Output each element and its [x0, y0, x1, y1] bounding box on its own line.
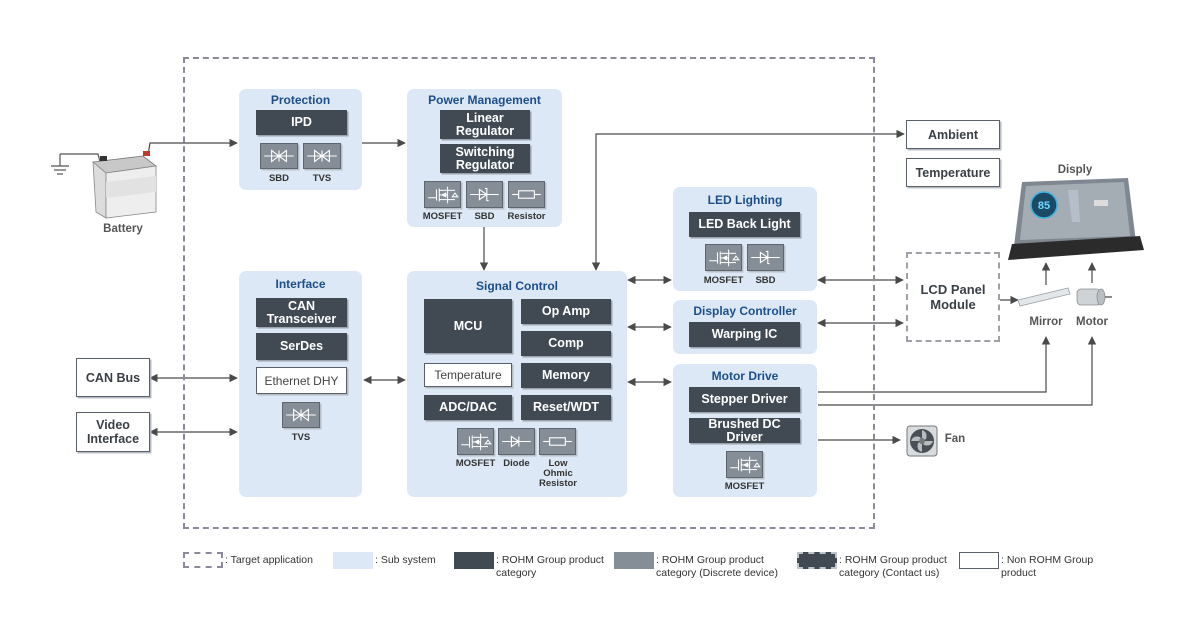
external-temperature[interactable]: Temperature	[906, 158, 1000, 187]
sbd-diode-icon	[466, 181, 503, 208]
product-switching-regulator[interactable]: Switching Regulator	[440, 144, 530, 173]
head-up-display-icon: 85	[1008, 178, 1144, 260]
lcd-panel-module[interactable]: LCD Panel Module	[906, 252, 1000, 342]
discrete-label-tvs: TVS	[312, 173, 332, 184]
external-video-interface[interactable]: Video Interface	[76, 412, 150, 452]
legend-swatch-rohm-contact	[797, 552, 837, 569]
fan-label: Fan	[944, 433, 966, 445]
product-serdes[interactable]: SerDes	[256, 333, 347, 360]
legend-label-rohm-discrete: : ROHM Group product category (Discrete …	[656, 554, 778, 579]
legend-label-subsystem: : Sub system	[375, 554, 436, 566]
mosfet-icon	[726, 451, 763, 478]
subsystem-title: Signal Control	[476, 279, 558, 293]
product-memory[interactable]: Memory	[521, 363, 611, 388]
motor-label: Motor	[1076, 316, 1108, 328]
discrete-label-resistor: Resistor	[507, 211, 546, 222]
legend-label-target: : Target application	[225, 554, 313, 566]
tvs-diode-icon	[303, 143, 341, 169]
subsystem-title: Power Management	[428, 93, 541, 107]
legend-swatch-subsystem	[333, 552, 373, 569]
discrete-label-mosfet: MOSFET	[455, 458, 496, 469]
legend-swatch-rohm-product	[454, 552, 494, 569]
display-speed-readout: 85	[1038, 200, 1050, 212]
product-stepper-driver[interactable]: Stepper Driver	[689, 387, 800, 412]
sbd-diode-icon	[747, 244, 784, 271]
discrete-label-sbd: SBD	[268, 173, 290, 184]
product-op-amp[interactable]: Op Amp	[521, 299, 611, 324]
product-reset-wdt[interactable]: Reset/WDT	[521, 395, 611, 420]
external-can-bus[interactable]: CAN Bus	[76, 358, 150, 397]
subsystem-title: Motor Drive	[711, 369, 779, 383]
subsystem-led-lighting: LED Lighting	[673, 187, 817, 291]
motor-icon	[1076, 288, 1112, 306]
legend-swatch-non-rohm	[959, 552, 999, 569]
mirror-label: Mirror	[1029, 316, 1063, 328]
external-ambient[interactable]: Ambient	[906, 120, 1000, 149]
mirror-icon	[1017, 287, 1071, 307]
legend-label-rohm-product: : ROHM Group product category	[496, 554, 604, 579]
product-adc-dac[interactable]: ADC/DAC	[424, 395, 512, 420]
subsystem-protection: Protection	[239, 89, 362, 190]
mosfet-icon	[424, 181, 461, 208]
battery-label: Battery	[103, 223, 143, 235]
target-application-boundary	[183, 57, 875, 529]
discrete-label-mosfet: MOSFET	[422, 211, 463, 222]
diode-icon	[498, 428, 535, 455]
product-ipd[interactable]: IPD	[256, 110, 347, 135]
product-comp[interactable]: Comp	[521, 331, 611, 356]
subsystem-title: Protection	[270, 93, 331, 107]
fan-icon	[906, 425, 938, 457]
discrete-label-mosfet: MOSFET	[724, 481, 765, 492]
legend-swatch-rohm-discrete	[614, 552, 654, 569]
subsystem-title: LED Lighting	[707, 193, 783, 207]
subsystem-title: Display Controller	[693, 304, 797, 318]
product-linear-regulator[interactable]: Linear Regulator	[440, 110, 530, 139]
non-rohm-ethernet[interactable]: Ethernet DHY	[256, 367, 347, 394]
discrete-label-low-ohmic-resistor: Low Ohmic Resistor	[538, 458, 577, 489]
product-warping-ic[interactable]: Warping IC	[689, 322, 800, 347]
tvs-diode-icon	[260, 143, 298, 169]
product-can-transceiver[interactable]: CAN Transceiver	[256, 298, 347, 327]
resistor-icon	[508, 181, 545, 208]
mosfet-icon	[705, 244, 742, 271]
legend-label-non-rohm: : Non ROHM Group product	[1001, 554, 1094, 579]
display-label: Disply	[1057, 164, 1093, 176]
discrete-label-tvs: TVS	[291, 432, 311, 443]
discrete-label-diode: Diode	[503, 458, 530, 469]
subsystem-title: Interface	[275, 277, 326, 291]
battery-icon	[51, 151, 157, 219]
discrete-label-mosfet: MOSFET	[703, 275, 744, 286]
tvs-diode-icon	[282, 402, 320, 428]
low-ohmic-resistor-icon	[539, 428, 576, 455]
legend-swatch-target	[183, 552, 223, 568]
non-rohm-temperature[interactable]: Temperature	[424, 363, 512, 387]
product-mcu[interactable]: MCU	[424, 299, 512, 353]
discrete-label-sbd: SBD	[755, 275, 776, 286]
discrete-label-sbd: SBD	[474, 211, 495, 222]
product-brushed-dc-driver[interactable]: Brushed DC Driver	[689, 417, 800, 443]
product-led-back-light[interactable]: LED Back Light	[689, 212, 800, 237]
mosfet-icon	[457, 428, 494, 455]
legend-label-rohm-contact: : ROHM Group product category (Contact u…	[839, 554, 947, 579]
